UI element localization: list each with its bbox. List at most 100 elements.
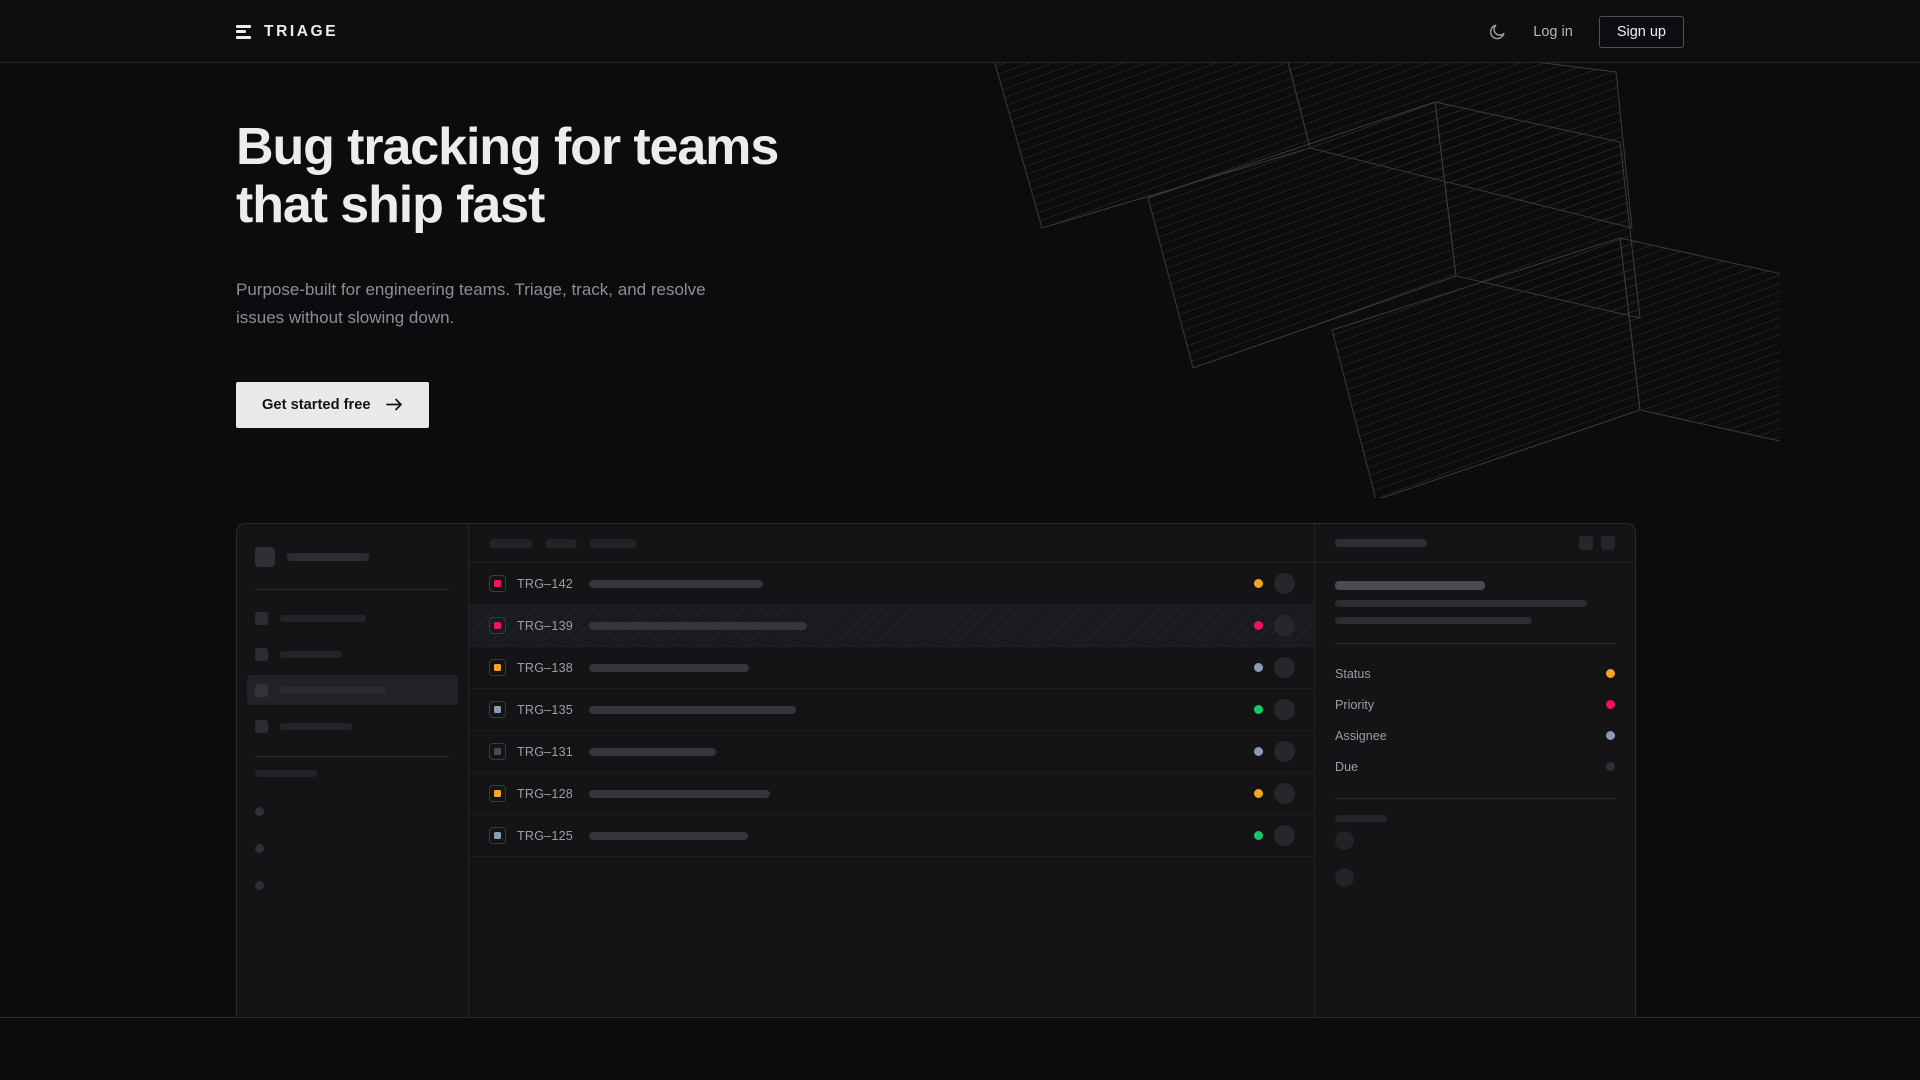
- detail-action-buttons: [1579, 536, 1615, 550]
- row-meta: [1254, 741, 1295, 762]
- table-row[interactable]: TRG–131: [469, 731, 1314, 773]
- status-badge[interactable]: [1254, 789, 1263, 798]
- sidebar-item-3[interactable]: [247, 675, 458, 705]
- sidebar-item-icon: [255, 719, 268, 733]
- status-badge[interactable]: [1254, 705, 1263, 714]
- detail-title-placeholder: [1335, 581, 1485, 590]
- detail-comments-label: [1335, 815, 1387, 822]
- sidebar-item-4[interactable]: [247, 711, 458, 741]
- sidebar-mini-icon: [255, 844, 264, 853]
- detail-footer-divider: [1335, 798, 1615, 799]
- status-badge[interactable]: [1254, 747, 1263, 756]
- row-meta: [1254, 699, 1295, 720]
- avatar[interactable]: [1335, 868, 1354, 887]
- detail-meta-label: Priority: [1335, 697, 1375, 712]
- issue-id: TRG–139: [517, 618, 573, 633]
- hero-heading-line-1: Bug tracking for teams: [236, 118, 779, 176]
- workspace-switcher[interactable]: [255, 540, 450, 574]
- issue-title-placeholder: [589, 705, 796, 714]
- detail-header: [1315, 524, 1635, 563]
- detail-meta-label: Status: [1335, 666, 1371, 681]
- decorative-ribbon-pattern: [989, 38, 1780, 498]
- detail-action-button[interactable]: [1579, 536, 1593, 550]
- priority-icon[interactable]: [489, 785, 506, 802]
- status-badge[interactable]: [1254, 663, 1263, 672]
- detail-divider: [1335, 643, 1615, 644]
- avatar[interactable]: [1274, 825, 1295, 846]
- status-badge[interactable]: [1254, 621, 1263, 630]
- avatar[interactable]: [1274, 615, 1295, 636]
- logo-text: TRIAGE: [264, 22, 339, 40]
- issue-id: TRG–138: [517, 660, 573, 675]
- sidebar-mini-item[interactable]: [255, 793, 450, 830]
- priority-icon[interactable]: [489, 743, 506, 760]
- row-meta: [1254, 825, 1295, 846]
- sidebar-divider-top: [255, 589, 450, 590]
- issue-title-placeholder: [589, 579, 763, 588]
- detail-meta-status[interactable]: Status: [1335, 658, 1615, 689]
- avatar[interactable]: [1274, 783, 1295, 804]
- sidebar-item-label: [280, 722, 352, 730]
- avatar[interactable]: [1274, 657, 1295, 678]
- login-link[interactable]: Log in: [1533, 23, 1573, 40]
- table-row[interactable]: TRG–138: [469, 647, 1314, 689]
- detail-meta-due[interactable]: Due: [1335, 751, 1615, 782]
- avatar[interactable]: [1335, 831, 1354, 850]
- cta-label: Get started free: [262, 396, 371, 413]
- sidebar-item-1[interactable]: [247, 603, 458, 633]
- table-row[interactable]: TRG–128: [469, 773, 1314, 815]
- issue-id: TRG–135: [517, 702, 573, 717]
- detail-meta-value-dot: [1606, 669, 1615, 678]
- sidebar-mini-item[interactable]: [255, 830, 450, 867]
- avatar[interactable]: [1274, 699, 1295, 720]
- sidebar-item-icon: [255, 647, 268, 661]
- stacked-bars-icon: [236, 24, 251, 39]
- toolbar-filter-chip[interactable]: [589, 538, 637, 548]
- table-row[interactable]: TRG–139: [469, 605, 1314, 647]
- issue-title-placeholder: [589, 789, 770, 798]
- sidebar-mini-icon: [255, 807, 264, 816]
- detail-meta-assignee[interactable]: Assignee: [1335, 720, 1615, 751]
- page-title: Bug tracking for teams that ship fast: [236, 118, 956, 234]
- avatar[interactable]: [1274, 573, 1295, 594]
- mockup-sidebar: [237, 524, 469, 1018]
- arrow-right-icon: [385, 398, 402, 411]
- table-row[interactable]: TRG–135: [469, 689, 1314, 731]
- detail-meta-value-dot: [1606, 700, 1615, 709]
- detail-description-line: [1335, 617, 1532, 624]
- priority-icon[interactable]: [489, 701, 506, 718]
- status-badge[interactable]: [1254, 579, 1263, 588]
- table-row[interactable]: TRG–142: [469, 563, 1314, 605]
- page-bottom-divider: [0, 1017, 1920, 1018]
- workspace-name-placeholder: [287, 553, 369, 561]
- status-badge[interactable]: [1254, 831, 1263, 840]
- detail-action-button[interactable]: [1601, 536, 1615, 550]
- sidebar-mini-icon: [255, 881, 264, 890]
- issue-title-placeholder: [589, 747, 716, 756]
- detail-meta-priority[interactable]: Priority: [1335, 689, 1615, 720]
- get-started-button[interactable]: Get started free: [236, 381, 429, 428]
- sidebar-item-2[interactable]: [247, 639, 458, 669]
- priority-icon[interactable]: [489, 575, 506, 592]
- detail-meta-label: Assignee: [1335, 728, 1387, 743]
- row-meta: [1254, 657, 1295, 678]
- detail-breadcrumb-placeholder: [1335, 539, 1427, 547]
- moon-icon[interactable]: [1488, 22, 1507, 41]
- toolbar-filter-chip[interactable]: [489, 538, 533, 548]
- logo[interactable]: TRIAGE: [236, 0, 338, 63]
- signup-button[interactable]: Sign up: [1598, 15, 1684, 48]
- priority-icon[interactable]: [489, 659, 506, 676]
- priority-icon[interactable]: [489, 617, 506, 634]
- comment-item: [1335, 822, 1615, 859]
- table-row[interactable]: TRG–125: [469, 815, 1314, 857]
- row-meta: [1254, 783, 1295, 804]
- sidebar-mini-item[interactable]: [255, 867, 450, 904]
- hero-section: Bug tracking for teams that ship fast Pu…: [236, 118, 956, 428]
- priority-icon[interactable]: [489, 827, 506, 844]
- toolbar-filter-chip[interactable]: [545, 538, 577, 548]
- avatar[interactable]: [1274, 741, 1295, 762]
- issue-title-placeholder: [589, 663, 749, 672]
